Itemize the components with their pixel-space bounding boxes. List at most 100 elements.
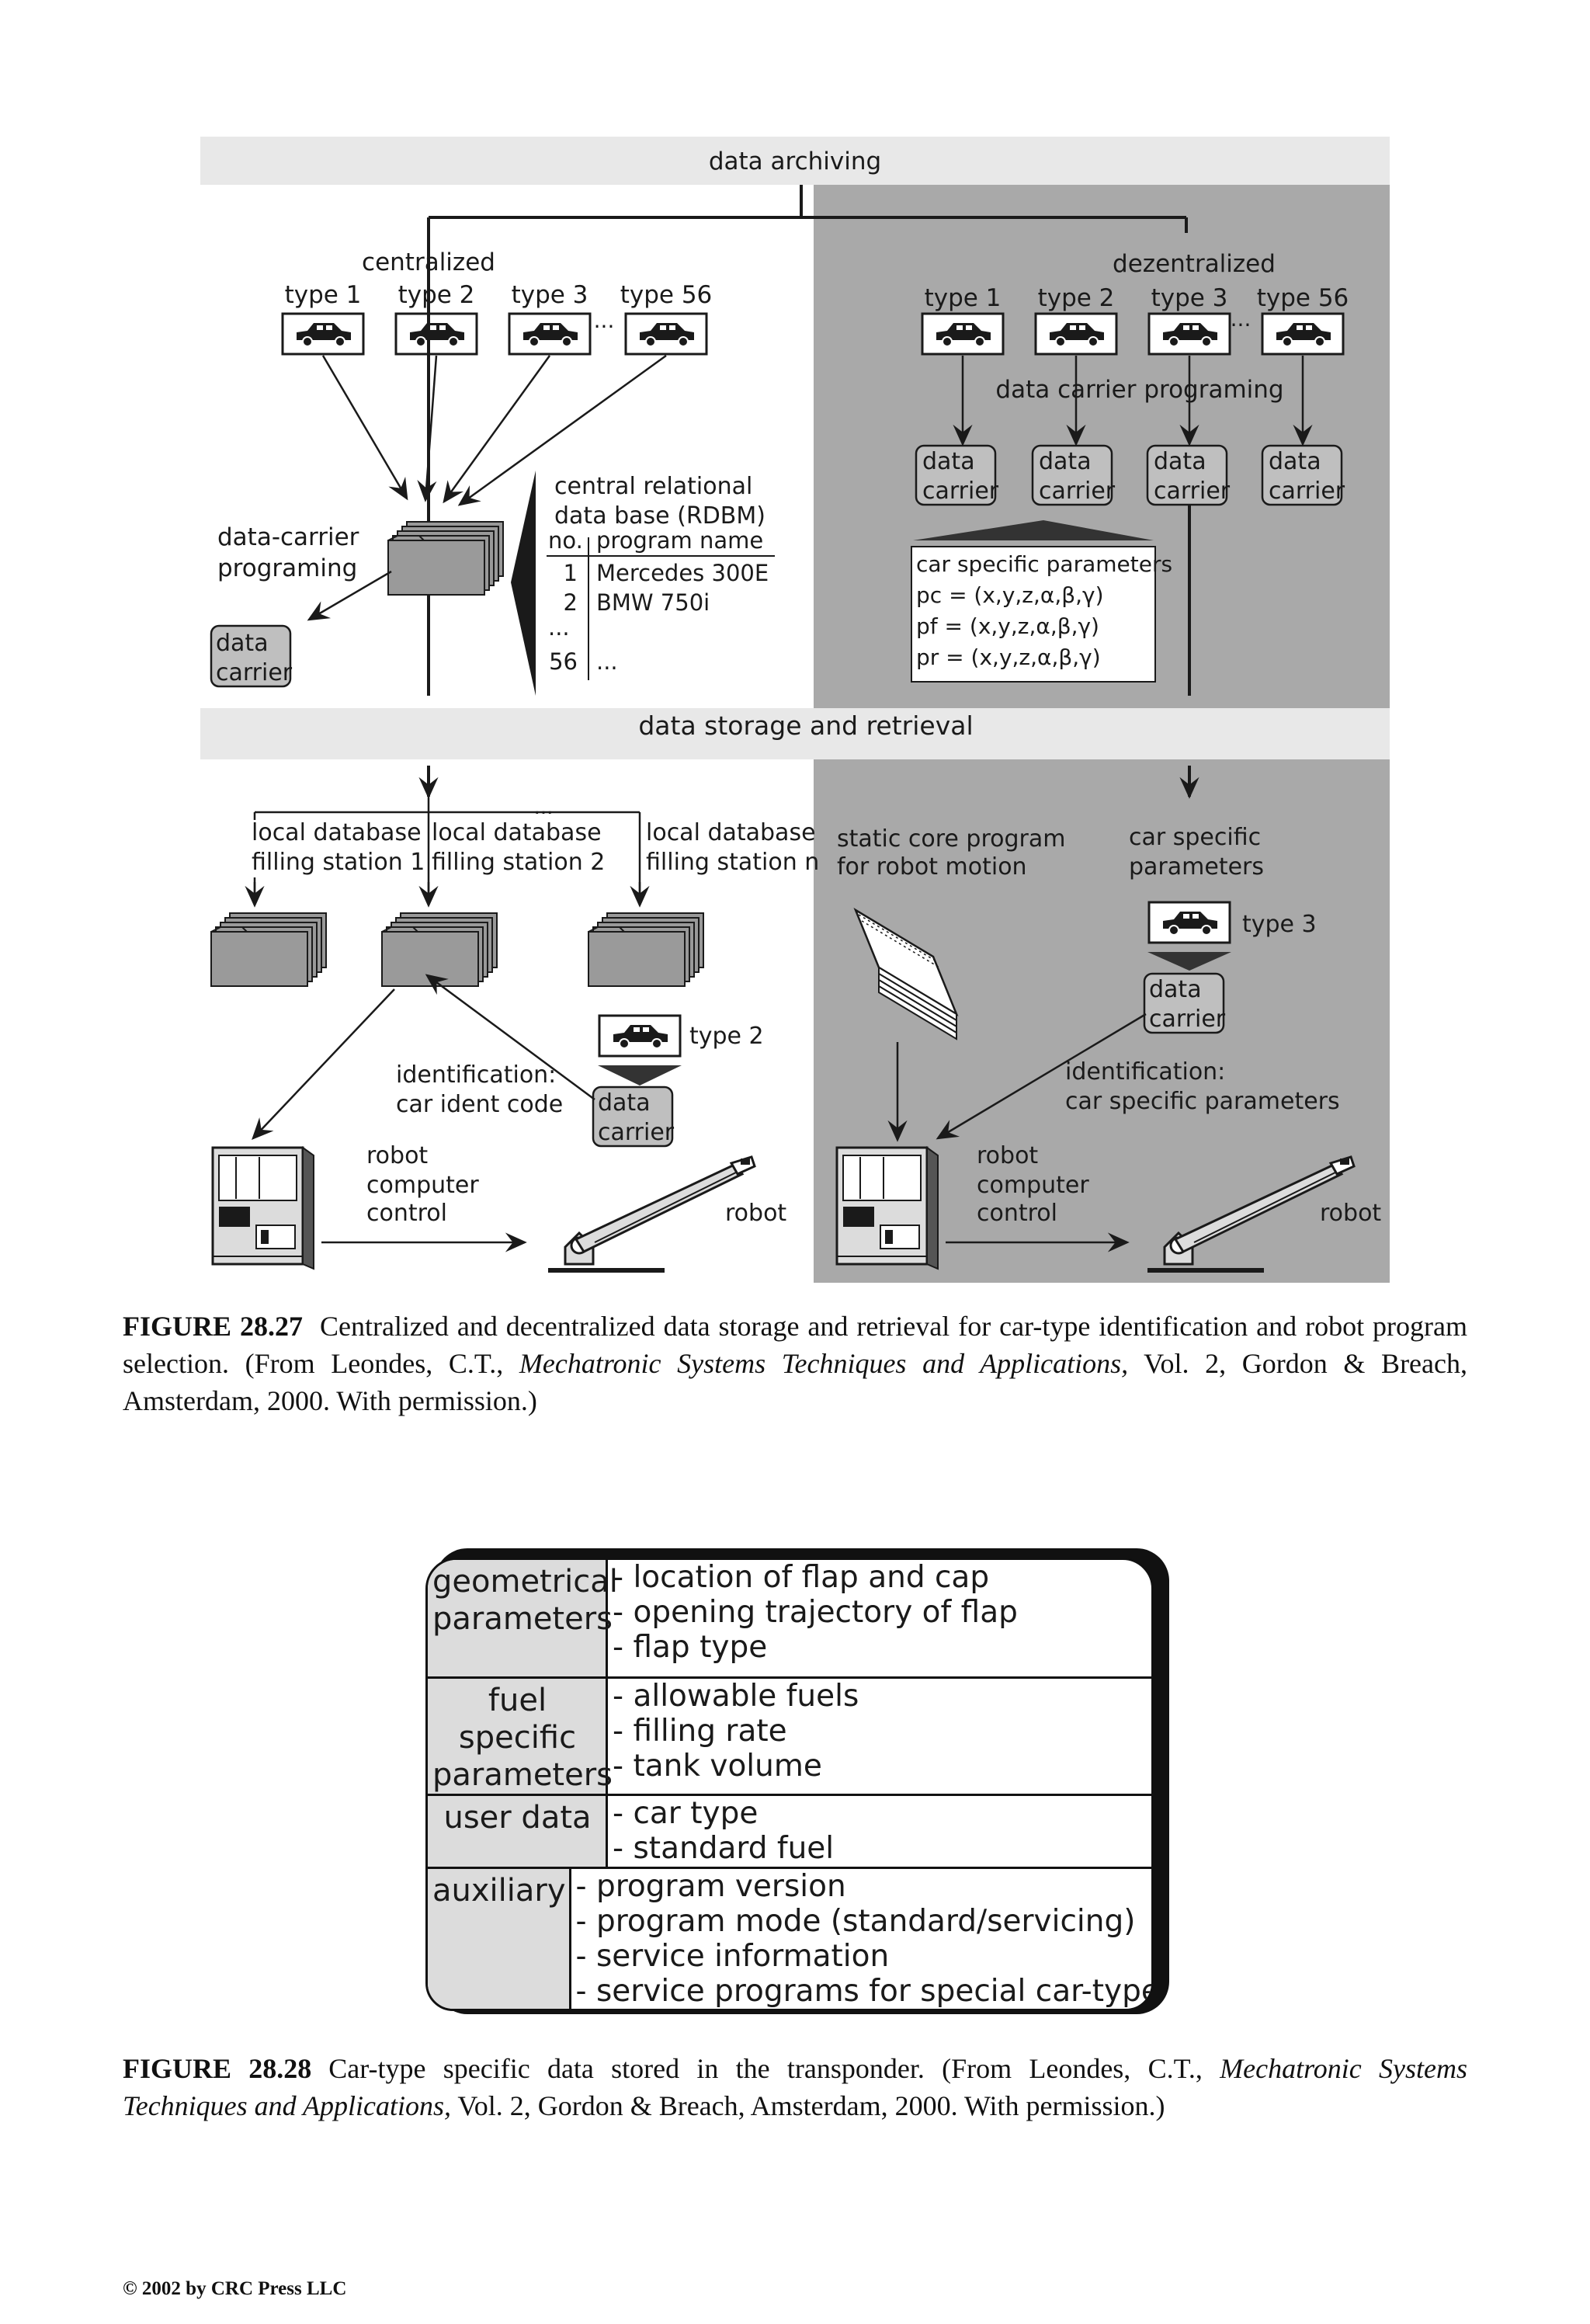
ident-params-line2: car specific parameters (1065, 1088, 1340, 1115)
station-2-line1: local database (432, 819, 602, 846)
category-user-data: user data (428, 1795, 608, 1867)
lower-left-robot-icon (548, 1157, 755, 1270)
central-car-56-icon (624, 312, 708, 356)
decent-carrier-1: data carrier (915, 444, 999, 506)
decent-car-56-icon (1261, 312, 1345, 356)
station-n-database-icon (588, 912, 704, 987)
data-archiving-label: data archiving (709, 148, 881, 175)
rdbm-row-4-name: ... (596, 648, 618, 675)
rdbm-row-4-no: 56 (549, 648, 578, 675)
table-row: fuel specific parameters - allowable fue… (428, 1678, 1151, 1796)
station-2-line2: filling station 2 (432, 849, 605, 876)
caption-28-28-book: Mechatronic Systems Techniques and Appli… (123, 2053, 1467, 2121)
list-item: - standard fuel (613, 1830, 835, 1866)
items-fuel-specific: - allowable fuels - filling rate - tank … (608, 1679, 1151, 1794)
table-row: geometrical parameters - location of fla… (428, 1560, 1151, 1679)
lower-left-computer-icon (211, 1146, 315, 1270)
items-geometrical: - location of flap and cap - opening tra… (608, 1560, 1151, 1676)
decent-car-1-icon (921, 312, 1005, 356)
rdbm-row-3-no: ... (548, 614, 570, 641)
svg-text:carrier: carrier (1154, 478, 1231, 505)
list-item: - car type (613, 1795, 759, 1831)
caption-28-27-source: Vol. 2, Gordon & Breach, Amsterdam, 2000… (123, 1348, 1467, 1416)
lower-left-robot-ctrl-2: computer (366, 1172, 479, 1199)
svg-text:data: data (922, 448, 975, 475)
list-item: - flap type (613, 1630, 768, 1665)
list-item: - program mode (standard/servicing) (575, 1904, 1136, 1939)
central-type-2-label: type 2 (398, 281, 475, 309)
list-item: - program version (575, 1869, 846, 1904)
central-types-ellipsis: ... (594, 307, 615, 333)
arrow-db-to-carrier (307, 570, 392, 621)
data-storage-label: data storage and retrieval (638, 710, 973, 741)
dc-programing-line1: data-carrier (217, 523, 359, 551)
decent-carrier-2: data carrier (1031, 444, 1116, 506)
rdbm-title-line2: data base (RDBM) (554, 502, 765, 530)
copyright-notice: © 2002 by CRC Press LLC (123, 2278, 347, 2299)
station-1-line2: filling station 1 (252, 849, 425, 876)
arrow-car56-to-db (457, 354, 667, 506)
archiving-branch-lines (427, 185, 1188, 233)
decent-car-3-icon (1147, 312, 1231, 356)
central-type-1-label: type 1 (285, 281, 362, 309)
params-pointer-wedge (913, 520, 1154, 540)
lower-right-robot-label: robot (1320, 1200, 1381, 1227)
arrow-car3-to-db (443, 355, 551, 504)
caption-28-28-source: Vol. 2, Gordon & Breach, Amsterdam, 2000… (451, 2090, 1165, 2121)
category-fuel-specific: fuel specific parameters (428, 1678, 613, 1794)
decent-type-56-label: type 56 (1257, 284, 1349, 312)
rdbm-pointer-wedge (511, 471, 536, 696)
car-params-box (911, 546, 1156, 683)
core-program-line2: for robot motion (837, 853, 1027, 881)
lower-left-carrier-box (592, 1086, 674, 1148)
table-row: auxiliary - program version - program mo… (428, 1869, 1151, 2009)
central-car-2-icon (394, 312, 478, 356)
decent-carrier-3: data carrier (1146, 444, 1231, 506)
lower-right-car-icon (1147, 901, 1231, 944)
lower-right-carrier-line1: data (1149, 976, 1202, 1003)
svg-text:data: data (1269, 448, 1321, 475)
central-car-1-icon (281, 312, 365, 356)
car-params-pc: pc = (x,y,z,α,β,γ) (916, 582, 1104, 608)
lower-left-carrier-line2: carrier (598, 1119, 675, 1146)
lower-right-computer-icon (835, 1146, 939, 1270)
list-item: - location of flap and cap (613, 1560, 990, 1595)
dc-programing-line2: programing (217, 554, 357, 582)
ident-code-line2: car ident code (396, 1091, 563, 1118)
central-car-3-icon (508, 312, 592, 356)
arrow-car1-to-db (321, 355, 408, 501)
car-params-title: car specific parameters (916, 551, 1172, 577)
decent-carrier-4: data carrier (1261, 444, 1345, 506)
svg-text:carrier: carrier (1269, 478, 1345, 505)
figure-28-27-diagram: data archiving data storage and retrieva… (200, 137, 1390, 1283)
table-row: user data - car type - standard fuel (428, 1795, 1151, 1869)
list-item: - filling rate (613, 1713, 787, 1749)
data-archiving-band (200, 137, 1390, 185)
lower-right-type-label: type 3 (1242, 911, 1317, 938)
lower-left-type-label: type 2 (689, 1023, 764, 1050)
decentralized-title: dezentralized (1113, 250, 1276, 278)
arrow-station-db-to-computer (252, 988, 395, 1141)
rdbm-title-line1: central relational (554, 473, 752, 500)
caption-28-28-text: Car-type specific data stored in the tra… (328, 2053, 1220, 2084)
car-params-pr: pr = (x,y,z,α,β,γ) (916, 644, 1101, 670)
list-item: - allowable fuels (613, 1678, 859, 1714)
core-program-line1: static core program (837, 825, 1065, 853)
list-item: - opening trajectory of flap (613, 1595, 1018, 1630)
category-auxiliary: auxiliary (428, 1869, 571, 2009)
station-n-line1: local database (646, 819, 816, 846)
transponder-data-table: geometrical parameters - location of fla… (425, 1558, 1154, 2011)
rdbm-row-2-name: BMW 750i (596, 589, 710, 616)
svg-text:carrier: carrier (922, 478, 999, 505)
station-1-database-icon (210, 912, 327, 987)
figure-28-28-label: FIGURE 28.28 (123, 2053, 312, 2084)
rdbm-row-1-name: Mercedes 300E (596, 560, 769, 586)
svg-text:data: data (1154, 448, 1206, 475)
caption-28-27-text: Centralized and decentralized data stora… (123, 1311, 1467, 1379)
list-item: - service information (575, 1939, 890, 1974)
decent-types-ellipsis: ... (1231, 306, 1252, 332)
central-type-56-label: type 56 (620, 281, 713, 309)
data-carrier-programing-label: data carrier programing (995, 376, 1283, 404)
list-item: - service programs for special car-types (575, 1974, 1154, 2009)
